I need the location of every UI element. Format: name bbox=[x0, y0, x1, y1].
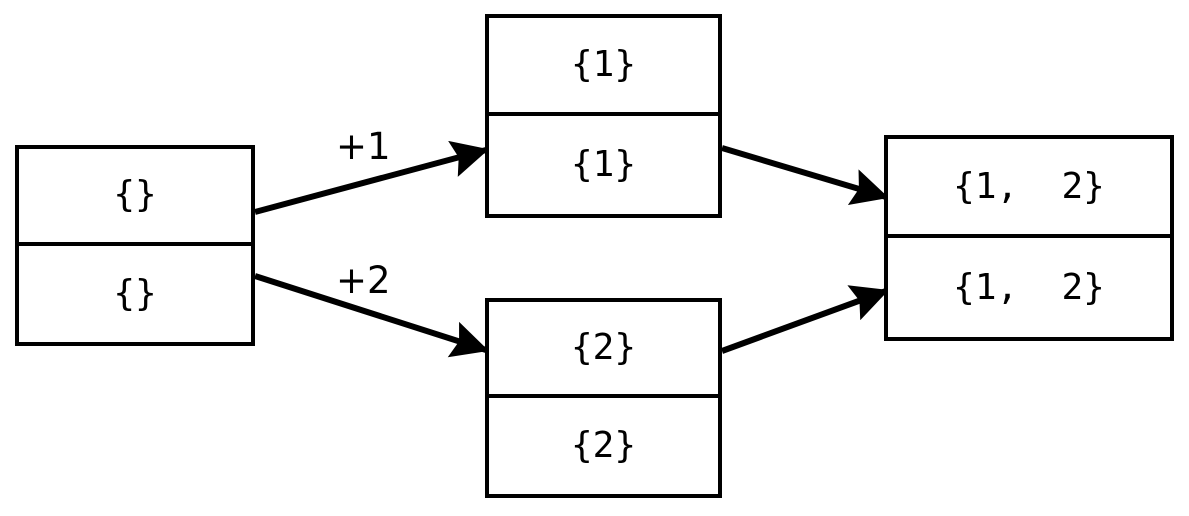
node-set-one-cell-top: {1} bbox=[489, 18, 718, 116]
node-empty-set[interactable]: {} {} bbox=[15, 145, 255, 346]
edge-one-to-onetwo bbox=[721, 145, 889, 206]
node-set-one-two-cell-top: {1, 2} bbox=[888, 139, 1170, 238]
node-set-two[interactable]: {2} {2} bbox=[485, 298, 722, 498]
edge-two-to-onetwo bbox=[720, 285, 889, 354]
node-empty-set-cell-top: {} bbox=[19, 149, 251, 246]
edge-label-plus-one: +1 bbox=[336, 125, 391, 168]
node-set-one-cell-bottom: {1} bbox=[570, 144, 637, 185]
edge-label-plus-two: +2 bbox=[336, 259, 391, 302]
node-set-one-two-cell-bottom: {1, 2} bbox=[953, 266, 1105, 308]
node-empty-set-cell-bottom: {} bbox=[113, 272, 157, 314]
node-set-one[interactable]: {1} {1} bbox=[485, 14, 722, 218]
node-set-two-cell-bottom: {2} bbox=[570, 425, 637, 466]
node-set-two-cell-top: {2} bbox=[489, 302, 718, 398]
node-set-one-two[interactable]: {1, 2} {1, 2} bbox=[884, 135, 1174, 341]
